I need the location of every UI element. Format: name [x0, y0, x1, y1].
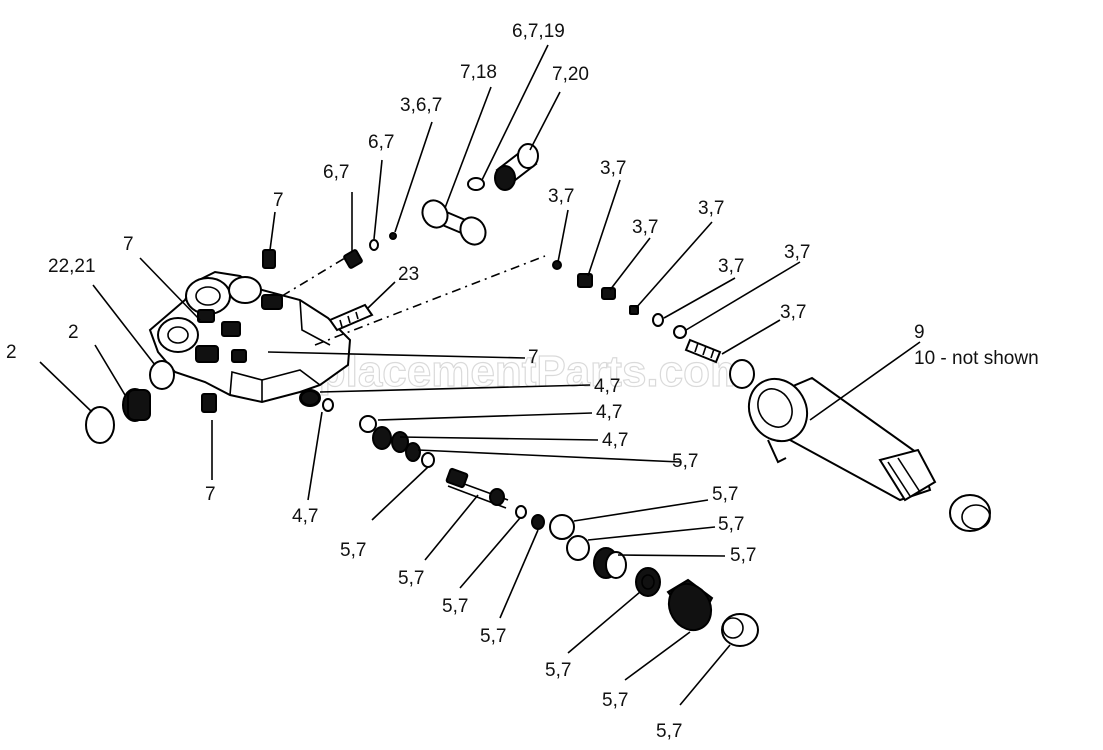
callout-label: 7	[528, 347, 539, 368]
callout-label: 5,7	[712, 484, 738, 505]
part-oring-5-7-c	[549, 514, 575, 540]
part-oring-5-7-d	[566, 535, 590, 561]
part-oring-22	[149, 360, 175, 390]
callout-label: 3,7	[698, 198, 724, 219]
part-oring-3-7-b	[673, 325, 687, 339]
callout-label: 22,21	[48, 256, 96, 277]
callout-label: 5,7	[398, 568, 424, 589]
part-oring-2a	[85, 406, 115, 444]
callout-label: 5,7	[730, 545, 756, 566]
callout-label: 5,7	[480, 626, 506, 647]
leader-lines	[39, 44, 921, 706]
part-valve-sleeve-7-18	[421, 199, 487, 246]
callout-label: 2	[68, 322, 79, 343]
part-washer-5-7	[635, 567, 661, 597]
part-plug-4-7	[300, 390, 320, 406]
callout-label: 6,7,19	[512, 21, 565, 42]
part-screw-6-7	[343, 249, 363, 269]
part-adapter-7-20	[494, 143, 539, 191]
pump-manifold-body	[148, 270, 352, 407]
callout-label: 2	[6, 342, 17, 363]
callout-label: 3,7	[718, 256, 744, 277]
callout-label: 3,7	[548, 186, 574, 207]
part-unloader-9	[747, 376, 937, 502]
callout-label: 5,7	[340, 540, 366, 561]
callout-label: 5,7	[545, 660, 571, 681]
part-ball-3-7	[552, 260, 562, 270]
part-seal-5-7	[531, 514, 545, 530]
part-plug-7-top	[262, 249, 276, 269]
callout-label: 7	[273, 190, 284, 211]
part-oring-5-7-b	[515, 505, 527, 519]
part-spring-5-7	[666, 578, 714, 632]
part-oring-6-7-19	[467, 177, 485, 191]
callout-label: 3,7	[784, 242, 810, 263]
part-cap-10	[949, 494, 991, 532]
part-valve-stack-4-7	[372, 426, 421, 462]
callout-label: 4,7	[594, 376, 620, 397]
part-oring-5-7-a	[421, 452, 435, 468]
part-oring-9	[729, 359, 755, 389]
callout-label: 9	[914, 322, 925, 343]
part-oring-4-7	[322, 398, 334, 412]
callout-label: 3,7	[600, 158, 626, 179]
part-cylinder-5-7	[593, 547, 627, 579]
part-oring-6-7	[369, 239, 379, 251]
callout-label: 4,7	[292, 506, 318, 527]
callout-label: 7,20	[552, 64, 589, 85]
part-ball-3-6-7	[389, 232, 397, 240]
callout-labels: 2 2 22,21 7 7 6,7 6,7 3,6,7 7,18 6,7,19 …	[6, 21, 1039, 742]
callout-label: 5,7	[672, 451, 698, 472]
part-screw-23	[328, 303, 374, 332]
callout-label: 23	[398, 264, 419, 285]
part-piston-5-7	[445, 467, 509, 509]
callout-label: 5,7	[718, 514, 744, 535]
part-plug-7-bottom	[201, 393, 217, 413]
callout-label: 4,7	[602, 430, 628, 451]
callout-label: 7	[123, 234, 134, 255]
callout-label: 3,7	[632, 217, 658, 238]
callout-label: 5,7	[602, 690, 628, 711]
assembly-line-b	[314, 255, 546, 346]
part-bolt-3-7	[684, 338, 722, 364]
assembly-line-a	[281, 257, 346, 297]
callout-label: 4,7	[596, 402, 622, 423]
callout-label: 3,6,7	[400, 95, 442, 116]
callout-label: 7	[205, 484, 216, 505]
callout-label: 3,7	[780, 302, 806, 323]
callout-label: 5,7	[442, 596, 468, 617]
part-nut-5-7	[721, 613, 759, 647]
callout-label: 7,18	[460, 62, 497, 83]
part-oring-3-7-a	[652, 313, 664, 327]
callout-label: 6,7	[368, 132, 394, 153]
callout-label: 5,7	[656, 721, 682, 742]
washer-hole	[641, 574, 655, 590]
part-plug-2b	[122, 388, 151, 422]
part-seat-3-7	[601, 287, 616, 300]
callout-label: 10 - not shown	[914, 348, 1039, 369]
callout-label: 6,7	[323, 162, 349, 183]
part-spring-3-7	[577, 273, 593, 288]
part-oring-4-7-b	[359, 415, 377, 433]
